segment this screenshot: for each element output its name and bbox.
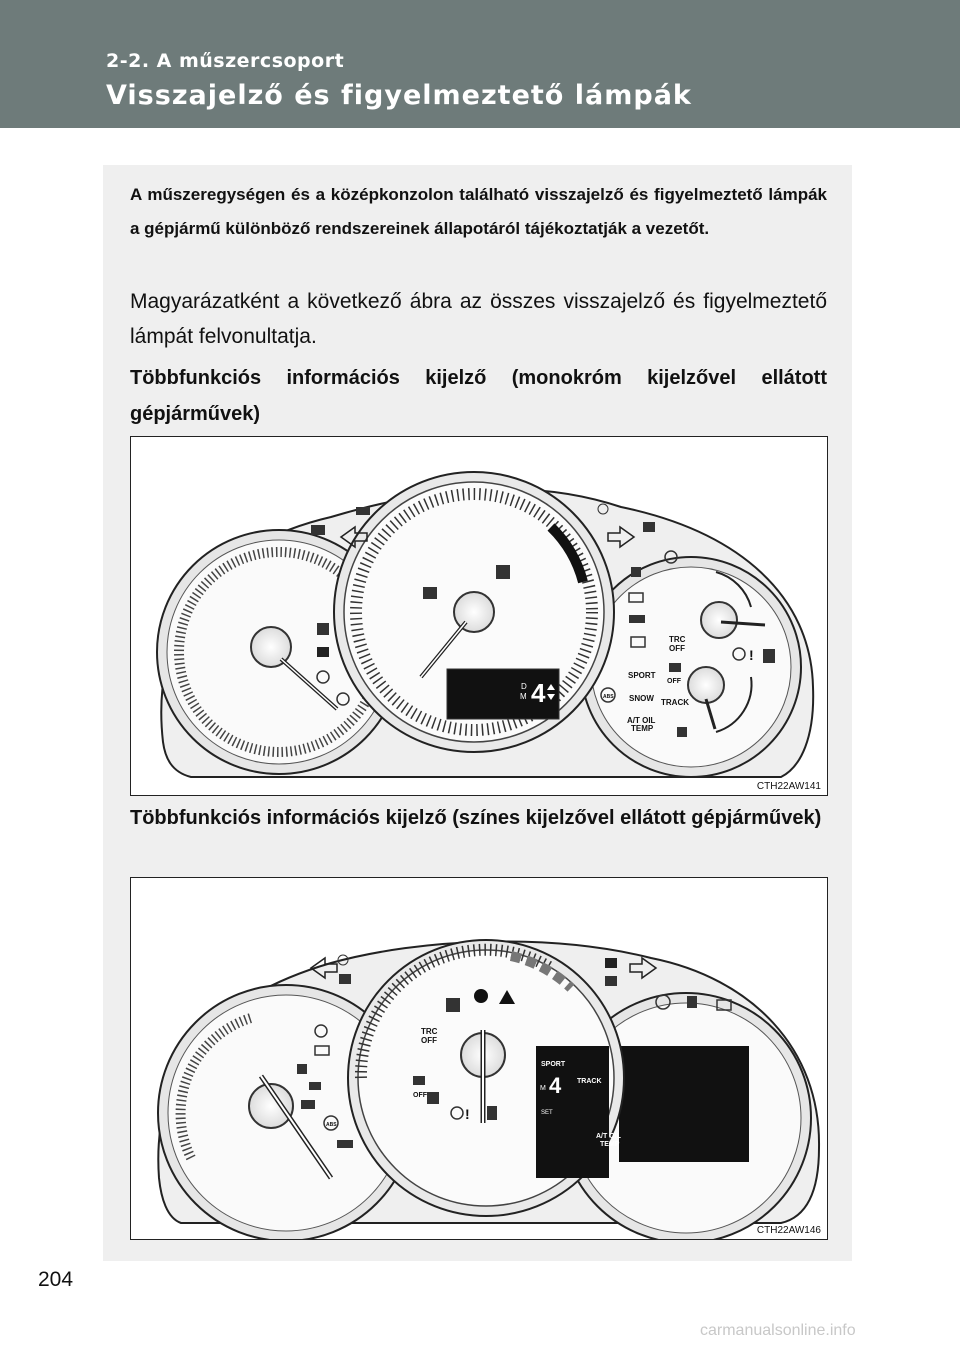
low-tire-pressure-icon (450, 1106, 464, 1120)
security-icon (356, 507, 370, 515)
body-paragraph: Magyarázatként a következő ábra az össze… (130, 290, 827, 348)
speedometer-center-gauge: SPORT M 4 TRACK SET A/T OIL TEMP (347, 939, 625, 1217)
page-title: Visszajelző és figyelmeztető lámpák (106, 80, 692, 111)
speedometer-center-gauge: D M 4 (333, 471, 615, 753)
abs-label: ABS (603, 694, 614, 700)
brake-icon (664, 550, 678, 564)
oil-pressure-icon (337, 1140, 353, 1148)
instrument-cluster-illustration-color: SPORT M 4 TRACK SET A/T OIL TEMP ABS (157, 939, 821, 1239)
tachometer-left-gauge (157, 984, 415, 1239)
fuel-temp-right-gauge (580, 556, 802, 778)
sport-label: SPORT (541, 1061, 566, 1068)
turn-signal-left-icon (339, 525, 368, 549)
coolant-temp-icon (487, 1106, 497, 1120)
subheading-color: Többfunkciós információs kijelző (színes… (130, 807, 822, 829)
at-oil-label: A/T OIL (627, 716, 656, 725)
figure-code: CTH22AW141 (756, 781, 821, 792)
vsc-icon (446, 998, 460, 1012)
trc-label: TRC (669, 635, 686, 644)
tpms-icon (336, 692, 350, 706)
turn-signal-right-icon (629, 956, 658, 980)
seatbelt-icon (297, 1064, 307, 1074)
gear-number: 4 (531, 678, 546, 708)
trc-off-label: OFF (421, 1036, 437, 1045)
snow-label: SNOW (629, 694, 654, 703)
vsc-off-icon (669, 663, 681, 672)
track-label: TRACK (661, 698, 689, 707)
brake-warning-icon (316, 670, 330, 684)
figure-monochrome-cluster: D M 4 ABS ! (130, 436, 828, 796)
turn-signal-right-icon (607, 525, 636, 549)
master-warning-icon (317, 623, 329, 635)
rear-fog-icon (605, 976, 617, 986)
gear-m-label: M (540, 1085, 546, 1092)
tail-light-icon (337, 954, 349, 966)
brake-icon (655, 994, 671, 1010)
tpms-icon (309, 1082, 321, 1090)
instrument-cluster-illustration: D M 4 ABS ! (156, 471, 815, 778)
at-oil-temp-label: TEMP (600, 1141, 620, 1148)
vsc-off-label: OFF (667, 678, 682, 685)
sport-label: SPORT (628, 671, 656, 680)
right-gauge (560, 992, 812, 1239)
tail-light-icon (597, 503, 609, 515)
set-label: SET (541, 1110, 553, 1116)
srs-airbag-icon (677, 727, 687, 737)
front-fog-icon (311, 525, 325, 535)
battery-icon (314, 1045, 330, 1056)
color-display-right (619, 1046, 749, 1162)
page-number: 204 (38, 1268, 74, 1291)
intro-paragraph: A műszeregységen és a középkonzolon talá… (130, 185, 827, 238)
battery-icon (628, 592, 644, 603)
exclamation-icon: ! (465, 1106, 470, 1122)
track-label: TRACK (577, 1078, 602, 1085)
subheading-monochrome: Többfunkciós információs kijelző (monokr… (130, 367, 827, 425)
oil-pressure-icon (629, 615, 645, 623)
exclamation-icon: ! (749, 647, 754, 663)
rear-fog-icon (643, 522, 655, 532)
brake-warning-icon (314, 1024, 328, 1038)
low-tire-pressure-icon (732, 647, 746, 661)
vsc-off-label: OFF (413, 1092, 428, 1099)
seatbelt-icon (631, 567, 641, 577)
fuel-icon (763, 649, 775, 663)
abs-icon (323, 1115, 339, 1131)
abs-icon (600, 687, 616, 703)
chapter-header: 2-2. A műszercsoport Visszajelző és figy… (0, 0, 960, 128)
figure-color-cluster: SPORT M 4 TRACK SET A/T OIL TEMP ABS (130, 877, 828, 1240)
headlight-icon (605, 958, 617, 968)
check-engine-icon (716, 999, 732, 1011)
check-engine-icon (630, 636, 646, 648)
at-oil-temp-label: TEMP (631, 724, 654, 733)
gear-d-label: D (521, 682, 527, 691)
gear-m-label: M (520, 692, 527, 701)
watermark: carmanualsonline.info (700, 1322, 856, 1339)
security-icon (474, 989, 488, 1003)
at-oil-label: A/T OIL (596, 1133, 622, 1140)
gear-number: 4 (549, 1073, 562, 1098)
vsc-off-icon (413, 1076, 425, 1085)
headlight-icon (317, 647, 329, 657)
door-open-icon (301, 1100, 315, 1109)
master-warning-icon (499, 990, 515, 1004)
figure-code: CTH22AW146 (756, 1225, 821, 1236)
vsc-icon (496, 565, 510, 579)
trc-off-label: OFF (669, 644, 685, 653)
srs-airbag-icon (687, 996, 697, 1008)
abs-label: ABS (326, 1122, 337, 1128)
door-open-icon (423, 587, 437, 599)
turn-signal-left-icon (309, 956, 338, 980)
tire-pressure-icon (427, 1092, 439, 1104)
front-fog-icon (339, 974, 351, 984)
trc-label: TRC (421, 1027, 438, 1036)
section-label: 2-2. A műszercsoport (106, 50, 345, 72)
